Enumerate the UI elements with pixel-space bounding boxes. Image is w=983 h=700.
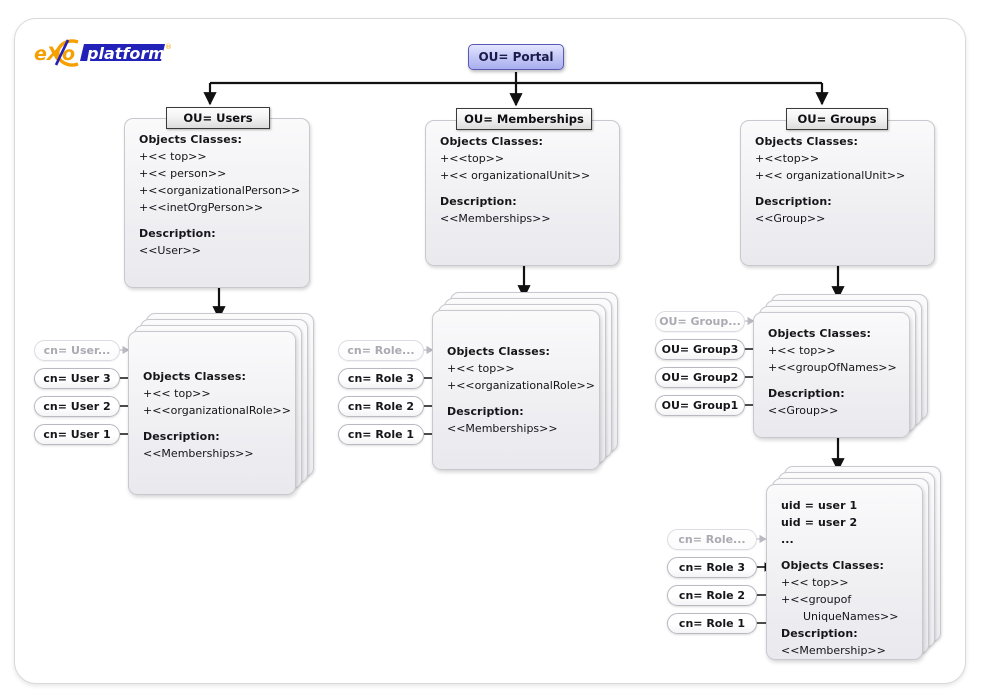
tab-ou-users[interactable]: OU= Users bbox=[166, 107, 270, 129]
objects-classes-header: Objects Classes: bbox=[143, 370, 246, 383]
spacer bbox=[440, 184, 605, 193]
object-class-line: +<< top>> bbox=[781, 576, 849, 590]
pill-cn-role-ellipsis-2[interactable]: cn= Role... bbox=[667, 529, 757, 550]
card-ou-groups-body: Objects Classes: +<<top>> +<< organizati… bbox=[741, 121, 934, 237]
objects-classes-header: Objects Classes: bbox=[768, 327, 871, 340]
object-class-line: +<<groupof bbox=[781, 593, 852, 607]
object-class-line: +<< top>> bbox=[768, 344, 836, 358]
pill-cn-role-3[interactable]: cn= Role 3 bbox=[338, 368, 424, 389]
stack-sheet-front[interactable]: Objects Classes: +<< top>> +<<organizati… bbox=[432, 310, 600, 470]
description-value: <<Group>> bbox=[768, 404, 839, 418]
spacer bbox=[755, 184, 920, 193]
object-class-line-cont: UniqueNames>> bbox=[803, 610, 899, 624]
object-class-line: +<< top>> bbox=[143, 387, 211, 401]
description-header: Description: bbox=[143, 430, 220, 444]
spacer bbox=[781, 548, 908, 557]
object-class-line: +<<organizationalPerson>> bbox=[139, 184, 301, 198]
card-ou-groups[interactable]: Objects Classes: +<<top>> +<< organizati… bbox=[740, 120, 935, 266]
description-value: <<Membership>> bbox=[781, 644, 886, 658]
objects-classes-header: Objects Classes: bbox=[139, 133, 242, 146]
pill-ou-group-3[interactable]: OU= Group3 bbox=[655, 339, 745, 360]
spacer bbox=[139, 216, 295, 225]
object-class-line: +<<top>> bbox=[440, 152, 505, 166]
svg-text:eX: eX bbox=[34, 43, 63, 65]
pill-cn-user-1[interactable]: cn= User 1 bbox=[34, 424, 120, 445]
card-memberships-entry-body: Objects Classes: +<< top>> +<<organizati… bbox=[433, 311, 599, 447]
svg-text:platform: platform bbox=[86, 44, 165, 63]
objects-classes-header: Objects Classes: bbox=[781, 559, 884, 573]
objects-classes-header: Objects Classes: bbox=[755, 135, 858, 148]
card-ou-memberships[interactable]: Objects Classes: +<<top>> +<< organizati… bbox=[425, 120, 620, 266]
object-class-line: +<<inetOrgPerson>> bbox=[139, 201, 264, 215]
object-class-line: +<< organizationalUnit>> bbox=[440, 169, 591, 183]
card-ou-memberships-body: Objects Classes: +<<top>> +<< organizati… bbox=[426, 121, 619, 237]
description-value: <<Memberships>> bbox=[447, 422, 558, 436]
pill-cn-role-2-2[interactable]: cn= Role 2 bbox=[667, 585, 757, 606]
object-class-line: +<<organizationalRole>> bbox=[143, 404, 291, 418]
description-value: <<Group>> bbox=[755, 212, 826, 226]
uid-line: uid = user 1 bbox=[781, 499, 858, 512]
pill-cn-user-ellipsis[interactable]: cn= User... bbox=[34, 340, 120, 361]
stack-sheet-front[interactable]: Objects Classes: +<< top>> +<<organizati… bbox=[128, 331, 296, 495]
description-header: Description: bbox=[447, 405, 524, 419]
description-header: Description: bbox=[755, 195, 832, 209]
object-class-line: +<<top>> bbox=[755, 152, 820, 166]
description-header: Description: bbox=[139, 227, 216, 241]
description-header: Description: bbox=[440, 195, 517, 209]
object-class-line: +<< top>> bbox=[447, 362, 515, 376]
objects-classes-header: Objects Classes: bbox=[447, 345, 550, 358]
exo-platform-logo-svg: eX o platform ® bbox=[34, 39, 172, 67]
spacer bbox=[768, 376, 895, 385]
stack-membership-entries: uid = user 1 uid = user 2 ... Objects Cl… bbox=[766, 466, 941, 666]
pill-cn-role-1[interactable]: cn= Role 1 bbox=[338, 424, 424, 445]
spacer bbox=[143, 419, 281, 428]
description-header: Description: bbox=[768, 387, 845, 401]
uid-line: uid = user 2 bbox=[781, 516, 858, 530]
tab-ou-groups[interactable]: OU= Groups bbox=[786, 108, 888, 130]
object-class-line: +<<groupOfNames>> bbox=[768, 361, 897, 375]
card-users-entry-body: Objects Classes: +<< top>> +<<organizati… bbox=[129, 332, 295, 472]
exo-platform-logo: eX o platform ® bbox=[32, 36, 172, 70]
card-membership-entry-body: uid = user 1 uid = user 2 ... Objects Cl… bbox=[767, 485, 922, 669]
spacer bbox=[447, 394, 585, 403]
card-groups-entry-body: Objects Classes: +<< top>> +<<groupOfNam… bbox=[754, 313, 909, 429]
description-value: <<User>> bbox=[139, 244, 201, 258]
stack-memberships-entries: Objects Classes: +<< top>> +<<organizati… bbox=[432, 292, 618, 470]
object-class-line: +<< organizationalUnit>> bbox=[755, 169, 906, 183]
card-ou-users[interactable]: Objects Classes: +<< top>> +<< person>> … bbox=[124, 118, 310, 288]
objects-classes-header: Objects Classes: bbox=[440, 135, 543, 148]
description-value: <<Memberships>> bbox=[143, 447, 254, 461]
pill-cn-role-3-2[interactable]: cn= Role 3 bbox=[667, 557, 757, 578]
tab-ou-memberships[interactable]: OU= Memberships bbox=[456, 108, 592, 130]
pill-ou-group-ellipsis[interactable]: OU= Group... bbox=[655, 311, 745, 332]
card-ou-users-body: Objects Classes: +<< top>> +<< person>> … bbox=[125, 119, 309, 269]
object-class-line: +<<organizationalRole>> bbox=[447, 379, 595, 393]
uid-ellipsis: ... bbox=[781, 533, 794, 547]
stack-users-entries: Objects Classes: +<< top>> +<<organizati… bbox=[128, 313, 314, 495]
object-class-line: +<< top>> bbox=[139, 150, 207, 164]
stack-groups-entries: Objects Classes: +<< top>> +<<groupOfNam… bbox=[753, 294, 928, 444]
stack-sheet-front[interactable]: uid = user 1 uid = user 2 ... Objects Cl… bbox=[766, 484, 923, 660]
pill-ou-group-2[interactable]: OU= Group2 bbox=[655, 367, 745, 388]
pill-cn-role-2[interactable]: cn= Role 2 bbox=[338, 396, 424, 417]
pill-ou-group-1[interactable]: OU= Group1 bbox=[655, 395, 745, 416]
stack-sheet-front[interactable]: Objects Classes: +<< top>> +<<groupOfNam… bbox=[753, 312, 910, 438]
pill-cn-user-2[interactable]: cn= User 2 bbox=[34, 396, 120, 417]
node-ou-portal[interactable]: OU= Portal bbox=[468, 44, 564, 70]
description-value: <<Memberships>> bbox=[440, 212, 551, 226]
svg-text:®: ® bbox=[165, 43, 172, 51]
pill-cn-role-ellipsis[interactable]: cn= Role... bbox=[338, 340, 424, 361]
object-class-line: +<< person>> bbox=[139, 167, 227, 181]
description-header: Description: bbox=[781, 627, 858, 641]
pill-cn-user-3[interactable]: cn= User 3 bbox=[34, 368, 120, 389]
pill-cn-role-1-2[interactable]: cn= Role 1 bbox=[667, 613, 757, 634]
